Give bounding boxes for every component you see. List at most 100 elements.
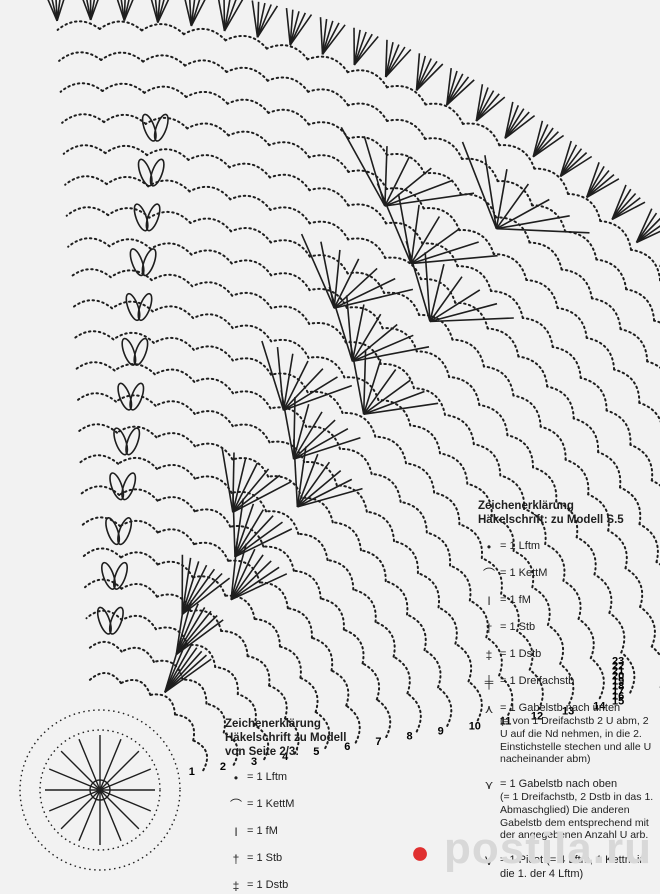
edge-fan [183, 0, 209, 26]
chain-arc [183, 680, 207, 704]
chain-arc [541, 427, 566, 460]
chain-arc [417, 351, 449, 377]
legend-item: ⌒= 1 KettM [225, 798, 445, 813]
chain-arc [87, 611, 122, 620]
chain-arc [65, 176, 107, 184]
chain-arc [445, 415, 474, 444]
edge-fan [637, 209, 660, 243]
legend-item: •= 1 Lftm [478, 540, 658, 555]
chain-arc [100, 22, 142, 31]
edge-fan [148, 0, 174, 23]
legend-item: ǀ= 1 fM [478, 594, 658, 609]
chain-arc [361, 550, 386, 581]
stitch-stroke [334, 268, 377, 308]
chain-arc [562, 270, 592, 299]
stitch-stroke [294, 404, 309, 459]
edge-fan [447, 68, 474, 105]
chain-arc [255, 619, 280, 647]
chain-arc [630, 445, 652, 481]
chain-arc [271, 273, 310, 290]
chain-arc [154, 338, 194, 350]
legend-symbol: • [225, 771, 247, 786]
chain-arc [376, 622, 395, 657]
legend-item: ╪= 1 Dreifachstb [478, 675, 658, 690]
chain-arc [462, 159, 498, 181]
chain-arc [67, 207, 108, 215]
stitch-stroke [496, 184, 528, 229]
legend-item: ⌒= 1 KettM [478, 567, 658, 582]
chain-arc [450, 566, 470, 601]
chain-arc [193, 314, 233, 328]
legend-label: = 1 Stb [500, 621, 535, 633]
edge-fan [78, 0, 104, 20]
chain-arc [455, 303, 488, 329]
chain-arc [343, 413, 376, 437]
chain-arc [221, 631, 247, 656]
stitch-stroke [496, 169, 507, 229]
chain-arc [195, 476, 232, 492]
chain-arc [621, 329, 648, 361]
legend-label: = 1 fM [500, 594, 531, 606]
chain-arc [574, 419, 598, 453]
chain-arc [426, 104, 463, 124]
leaf-motif [128, 247, 159, 277]
chain-arc [64, 145, 106, 154]
chain-arc [105, 146, 147, 155]
legend-label: = 1 KettM [500, 567, 547, 579]
edge-fan [287, 8, 312, 45]
chain-arc [424, 208, 460, 230]
chain-arc [142, 24, 184, 34]
chain-arc [494, 254, 527, 280]
chain-arc [499, 145, 534, 169]
chain-arc [270, 207, 309, 223]
legend-item: ⋏= 1 Gabelstb nach unten(= von 1 Dreifac… [478, 702, 658, 766]
chain-arc [600, 221, 631, 250]
chain-arc [143, 55, 185, 65]
chain-arc [152, 275, 193, 286]
chain-arc [175, 715, 194, 741]
chain-arc [115, 364, 155, 374]
chain-arc [153, 306, 193, 318]
stitch-cluster [350, 340, 438, 414]
chain-arc [294, 571, 321, 599]
chain-arc [347, 307, 383, 328]
edge-fan [476, 84, 505, 121]
chain-arc [309, 323, 346, 343]
chain-arc [626, 289, 654, 320]
stitch-stroke [321, 242, 334, 308]
chain-arc [614, 370, 639, 403]
legend-label: = 1 Lftm [247, 771, 287, 783]
chain-arc [474, 444, 501, 475]
chain-arc [269, 686, 287, 719]
edge-stroke [258, 2, 259, 38]
watermark-text: postila.ru [444, 824, 652, 873]
chain-arc [581, 378, 607, 411]
edge-fan [386, 40, 411, 77]
chain-arc [280, 647, 301, 678]
chain-arc [155, 370, 195, 382]
legend-item: •= 1 Lftm [225, 771, 445, 786]
chain-arc [378, 400, 410, 425]
chain-arc [228, 100, 269, 113]
leaf-motif [115, 382, 146, 412]
chain-arc [267, 45, 308, 59]
legend-subtitle: Häkelschrift zu Modell [225, 732, 445, 746]
chain-arc [71, 300, 112, 308]
stitch-stroke [341, 127, 385, 206]
chain-arc [523, 318, 553, 347]
legend-label: = 1 Dreifachstb [500, 675, 574, 687]
chain-arc [309, 357, 345, 377]
legend-label: = 1 Lftm [500, 540, 540, 552]
legend-symbol: • [478, 540, 500, 555]
chain-arc [566, 460, 589, 495]
chain-arc [558, 308, 587, 338]
chain-arc [434, 493, 459, 525]
legend-symbol: ǀ [225, 825, 247, 840]
chain-arc [194, 379, 233, 394]
chain-arc [427, 533, 450, 566]
chain-arc [62, 114, 104, 123]
chain-arc [101, 53, 143, 62]
chain-arc [348, 238, 385, 258]
stitch-cluster [302, 234, 413, 308]
legend-item: ‡= 1 Dstb [225, 879, 445, 894]
